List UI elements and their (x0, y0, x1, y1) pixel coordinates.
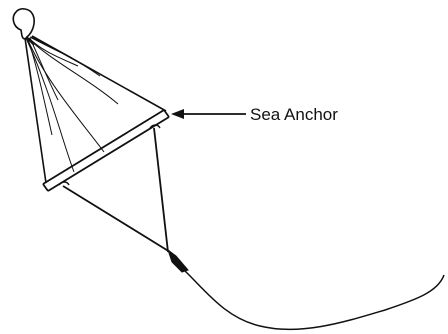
mouth-hoop-end-right (163, 109, 170, 118)
sea-anchor-label: Sea Anchor (250, 105, 338, 124)
left-shackle (58, 181, 70, 186)
bridle-knot (12, 8, 35, 40)
mouth-hoop-end-left (42, 183, 49, 192)
right-shackle (149, 124, 161, 129)
cone-left-edge (24, 37, 47, 184)
swivel-weight (167, 248, 189, 273)
label-pointer-arrowhead (171, 109, 184, 119)
mouth-hoop-inner (47, 116, 170, 192)
tow-rope (183, 269, 445, 331)
tow-leg-left (62, 185, 171, 253)
tow-leg-right (153, 127, 169, 253)
bridle-lines (25, 36, 119, 173)
mouth-hoop-outer (42, 109, 165, 185)
